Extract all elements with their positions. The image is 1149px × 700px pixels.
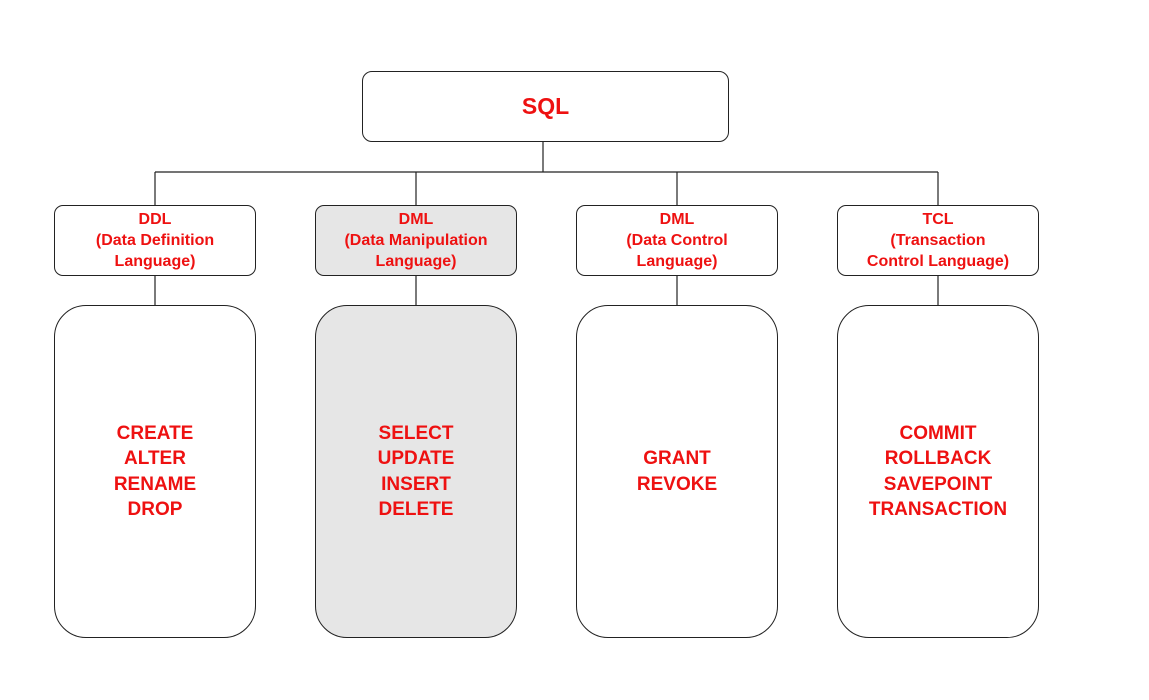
command-item: COMMIT bbox=[899, 422, 977, 444]
command-item: CREATE bbox=[116, 422, 194, 444]
command-item: INSERT bbox=[381, 473, 451, 495]
command-item: GRANT bbox=[643, 448, 711, 469]
category-line: (Transaction bbox=[890, 232, 986, 249]
commands-dcl: GRANT REVOKE bbox=[576, 305, 778, 638]
command-item: ROLLBACK bbox=[884, 448, 992, 469]
command-item: SELECT bbox=[378, 422, 454, 444]
root-label: SQL bbox=[521, 93, 570, 119]
category-dml: DML (Data Manipulation Language) bbox=[315, 205, 517, 276]
command-item: ALTER bbox=[124, 448, 186, 469]
category-ddl: DDL (Data Definition Language) bbox=[54, 205, 256, 276]
command-item: REVOKE bbox=[636, 473, 718, 495]
category-line: Language) bbox=[375, 253, 457, 270]
command-item: UPDATE bbox=[377, 448, 455, 469]
command-item: DROP bbox=[127, 499, 183, 520]
category-line: Control Language) bbox=[866, 253, 1010, 270]
command-item: SAVEPOINT bbox=[883, 473, 993, 495]
category-line: (Data Control bbox=[626, 232, 728, 249]
category-line: (Data Manipulation bbox=[344, 232, 488, 249]
category-tcl: TCL (Transaction Control Language) bbox=[837, 205, 1039, 276]
category-line: DML bbox=[659, 211, 695, 228]
command-item: TRANSACTION bbox=[868, 499, 1008, 520]
category-line: (Data Definition bbox=[95, 232, 215, 249]
category-line: TCL bbox=[922, 211, 954, 228]
commands-dml: SELECT UPDATE INSERT DELETE bbox=[315, 305, 517, 638]
root-node-sql: SQL bbox=[362, 71, 729, 142]
category-line: Language) bbox=[114, 253, 196, 270]
category-dcl: DML (Data Control Language) bbox=[576, 205, 778, 276]
command-item: RENAME bbox=[113, 473, 197, 495]
category-line: DML bbox=[398, 211, 434, 228]
category-line: Language) bbox=[636, 253, 718, 270]
category-line: DDL bbox=[138, 211, 172, 228]
commands-tcl: COMMIT ROLLBACK SAVEPOINT TRANSACTION bbox=[837, 305, 1039, 638]
commands-ddl: CREATE ALTER RENAME DROP bbox=[54, 305, 256, 638]
command-item: DELETE bbox=[378, 499, 454, 520]
